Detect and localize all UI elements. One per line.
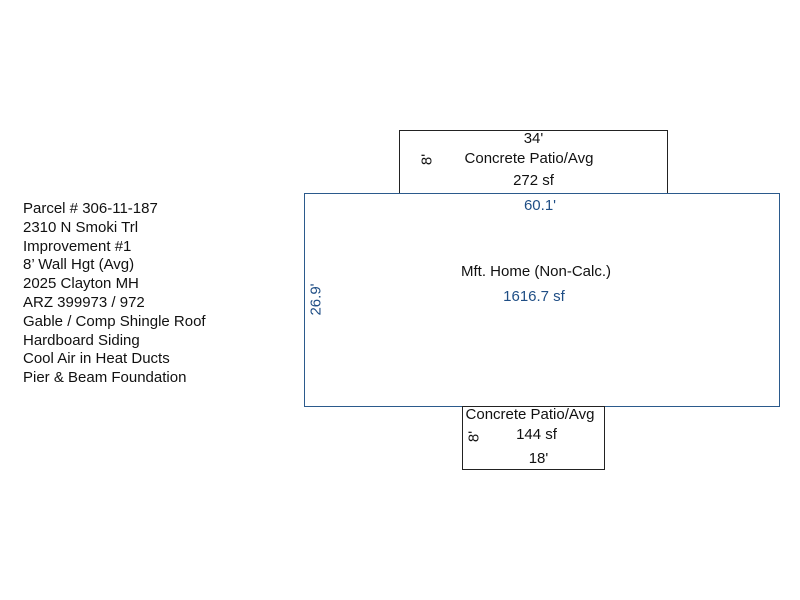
registration-number: ARZ 399973 / 972 bbox=[23, 293, 145, 311]
roof-type: Gable / Comp Shingle Roof bbox=[23, 312, 206, 330]
bottom-patio-name: Concrete Patio/Avg bbox=[465, 406, 595, 423]
parcel-number: Parcel # 306-11-187 bbox=[23, 200, 158, 217]
wall-height: 8’ Wall Hgt (Avg) bbox=[23, 256, 135, 274]
street-address: 2310 N Smoki Trl bbox=[23, 218, 139, 236]
home-width-label: 60.1' bbox=[523, 197, 557, 214]
property-info-panel: Parcel # 306-11-187 2310 N Smoki Trl Imp… bbox=[23, 200, 283, 388]
siding-type: Hardboard Siding bbox=[23, 331, 140, 349]
cooling-type: Cool Air in Heat Ducts bbox=[23, 350, 170, 368]
bottom-patio-area bbox=[462, 406, 605, 470]
home-name: Mft. Home (Non-Calc.) bbox=[460, 263, 612, 280]
top-patio-width-label: 34' bbox=[523, 130, 544, 147]
improvement-number: Improvement #1 bbox=[23, 237, 132, 255]
bottom-patio-area-label: 144 sf bbox=[516, 426, 557, 443]
top-patio-name: Concrete Patio/Avg bbox=[464, 150, 594, 167]
bottom-patio-width-label: 18' bbox=[528, 450, 549, 467]
manufactured-home-area bbox=[304, 193, 780, 407]
top-patio-area-label: 272 sf bbox=[513, 172, 554, 189]
foundation-type: Pier & Beam Foundation bbox=[23, 369, 187, 387]
top-patio-area bbox=[399, 130, 668, 194]
home-area-label: 1616.7 sf bbox=[503, 288, 565, 305]
home-model: 2025 Clayton MH bbox=[23, 275, 139, 293]
